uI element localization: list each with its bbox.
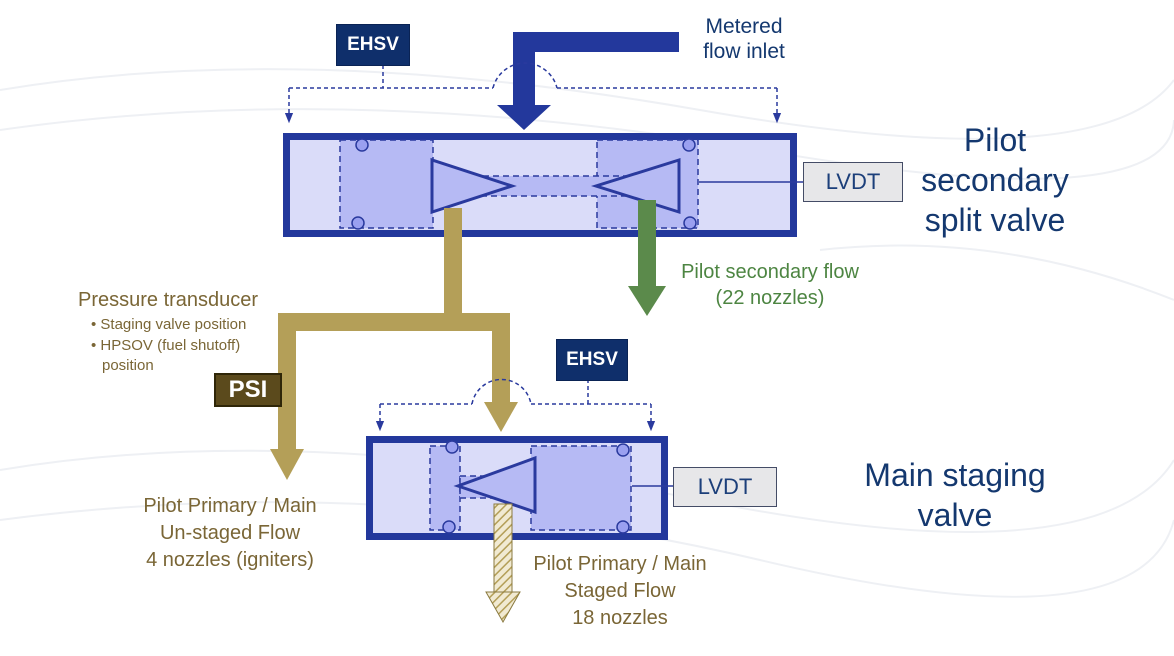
unstaged-line-3: 4 nozzles (igniters): [146, 549, 314, 571]
main-valve-line-1: Main staging: [864, 457, 1046, 493]
unstaged-flow-label: Pilot Primary / Main Un-staged Flow 4 no…: [115, 493, 345, 574]
pilot-valve-line-1: Pilot: [963, 122, 1027, 158]
secondary-flow-line-2: (22 nozzles): [715, 287, 825, 309]
staged-line-1: Pilot Primary / Main: [533, 553, 707, 575]
lvdt-mid-box: LVDT: [673, 467, 777, 507]
unstaged-line-2: Un-staged Flow: [159, 522, 301, 544]
background-swooshes: [0, 68, 1174, 598]
ehsv-mid-box: EHSV: [556, 339, 628, 381]
unstaged-line-1: Pilot Primary / Main: [143, 495, 317, 517]
transducer-bullet-2: • HPSOV (fuel shutoff): [91, 337, 241, 354]
main-valve-title: Main staging valve: [845, 455, 1065, 535]
ehsv-top-box: EHSV: [336, 24, 410, 66]
psi-box: PSI: [214, 373, 282, 407]
inlet-label: Metered flow inlet: [684, 14, 804, 64]
secondary-flow-label: Pilot secondary flow (22 nozzles): [660, 259, 880, 311]
ehsv-mid-connectors: [375, 378, 656, 432]
transducer-bullet-1: • Staging valve position: [91, 316, 247, 333]
transducer-bullet-2-cont: position: [102, 357, 154, 374]
inlet-line-2: flow inlet: [703, 40, 785, 63]
ehsv-top-connectors: [284, 62, 782, 124]
pilot-primary-flow: [270, 208, 518, 480]
inlet-line-1: Metered: [705, 15, 783, 38]
secondary-flow-line-1: Pilot secondary flow: [681, 261, 859, 283]
main-valve-line-2: valve: [917, 497, 993, 533]
lvdt-top-box: LVDT: [803, 162, 903, 202]
transducer-title: Pressure transducer: [78, 289, 259, 311]
main-staging-valve: [366, 436, 668, 540]
pilot-valve-line-3: split valve: [924, 202, 1066, 238]
secondary-flow-arrow: [628, 200, 666, 316]
metered-inlet-arrow: [497, 32, 679, 130]
staged-flow-arrow: [485, 503, 521, 624]
staged-flow-label: Pilot Primary / Main Staged Flow 18 nozz…: [505, 551, 735, 632]
pilot-split-valve: [283, 133, 797, 237]
pilot-valve-title: Pilot secondary split valve: [900, 120, 1090, 240]
staged-line-3: 18 nozzles: [572, 607, 668, 629]
staged-line-2: Staged Flow: [564, 580, 676, 602]
pilot-valve-line-2: secondary: [921, 162, 1069, 198]
